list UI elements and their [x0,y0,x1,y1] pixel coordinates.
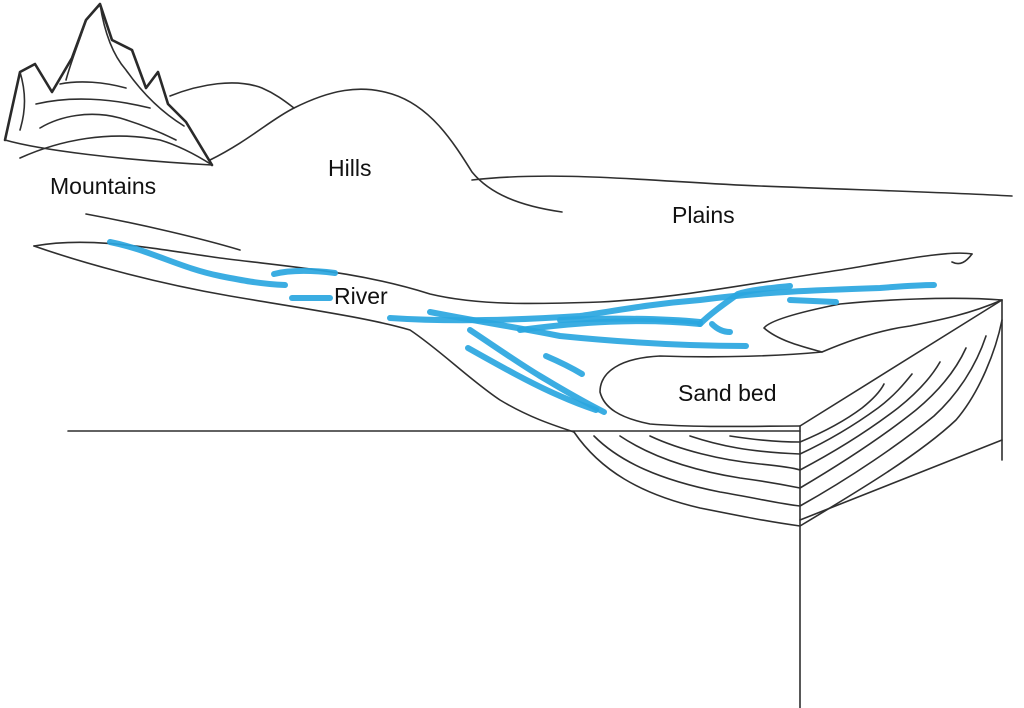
label-hills: Hills [328,155,371,181]
river-channel [271,267,338,277]
river-channel [465,345,599,413]
river-channel [387,282,937,324]
river-channel [427,309,749,349]
label-plains: Plains [672,202,735,228]
river-channel [697,283,793,327]
land-surface [33,213,1003,433]
river-channel [467,327,607,415]
soil-cross-section [67,299,1003,708]
label-sand-bed: Sand bed [678,380,776,406]
river-channel [557,315,703,325]
hills-drawing [169,82,563,213]
river-channel [787,297,839,305]
river-channels [107,239,937,415]
river-channel [543,353,585,377]
mountain-drawing [3,2,214,167]
label-mountains: Mountains [50,173,156,199]
river-channel [107,239,288,288]
river-channel [709,321,733,335]
plains-drawing [471,175,1013,197]
label-river: River [334,283,388,309]
